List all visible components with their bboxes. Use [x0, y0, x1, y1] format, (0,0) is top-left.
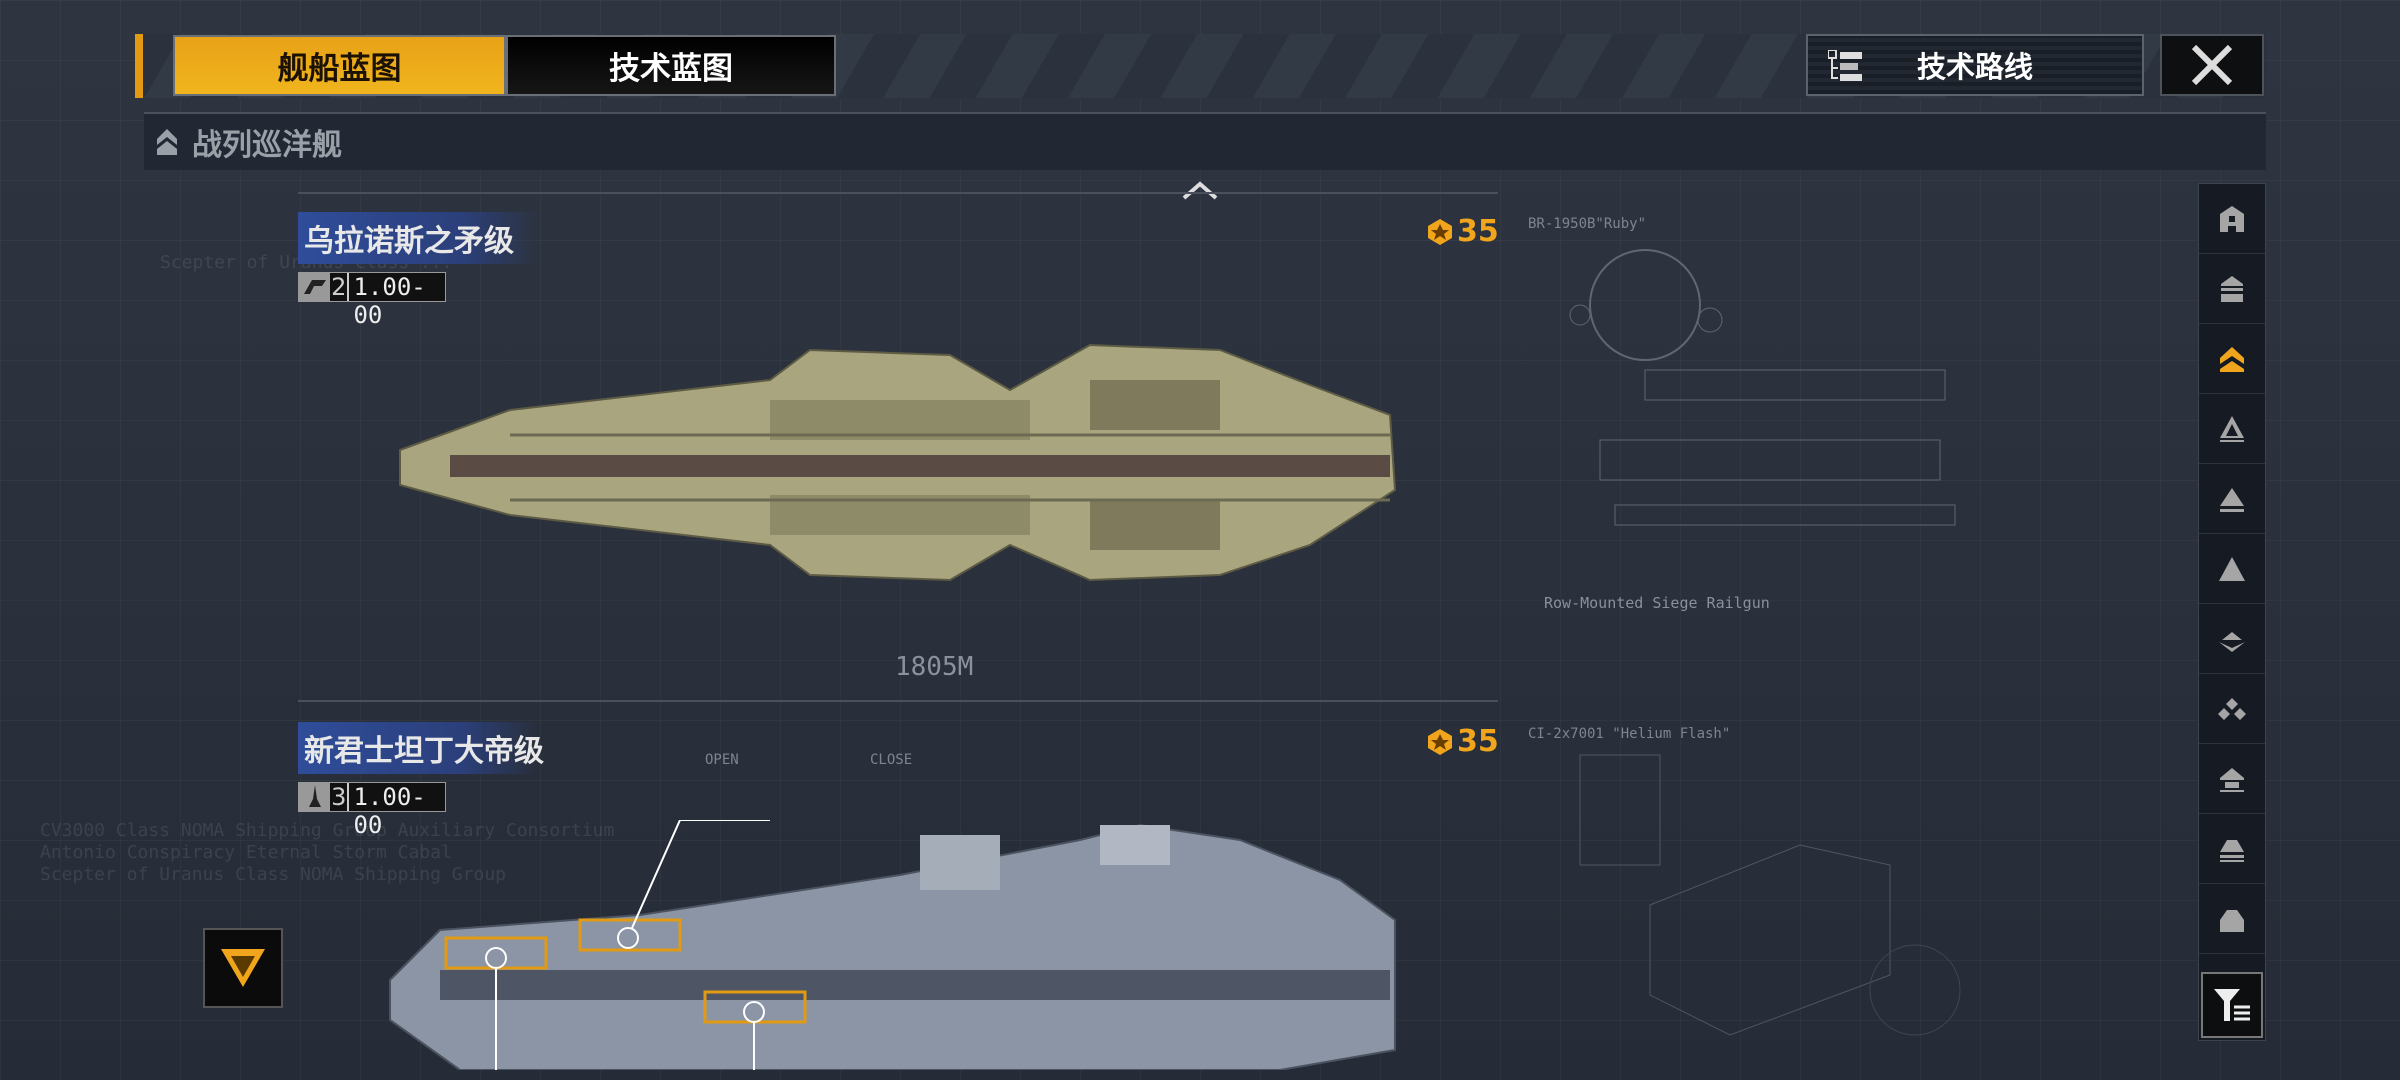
cost-coin-icon: [1428, 728, 1452, 755]
ship-scale-label: 1805M: [895, 652, 974, 682]
sidebar-item-station[interactable]: [2199, 744, 2265, 814]
ruler-top: [298, 192, 1498, 194]
sidebar-item-carrier[interactable]: [2199, 184, 2265, 254]
sidebar-item-cruiser[interactable]: [2199, 254, 2265, 324]
ship-value: 1.00-00: [347, 783, 445, 839]
sidebar-item-corvette[interactable]: [2199, 534, 2265, 604]
ship-card-1[interactable]: 乌拉诺斯之矛级 2 1.00-00: [298, 212, 598, 329]
ship-image-new-constantine[interactable]: [380, 820, 1400, 1070]
sidebar-item-fighter[interactable]: [2199, 674, 2265, 744]
ruler-bottom: [298, 700, 1498, 702]
top-accent: [135, 34, 143, 98]
ship-type-sidebar: [2198, 183, 2266, 1041]
manufacturer-icon: [299, 273, 331, 301]
transport-icon: [2220, 839, 2244, 862]
ship-tier: 2: [330, 273, 348, 301]
sidebar-item-transport[interactable]: [2199, 814, 2265, 884]
fighter-icon: [2218, 697, 2246, 720]
battlecruiser-icon: [157, 129, 177, 155]
frigate-icon: [2220, 487, 2244, 512]
aux-ship-icon: [2219, 631, 2245, 652]
filter-button[interactable]: [2201, 972, 2263, 1038]
ship-value: 1.00-00: [347, 273, 445, 329]
module-label: BR-1950B"Ruby": [1528, 216, 1647, 232]
station-icon: [2220, 767, 2244, 792]
ship-image-uranus-spear[interactable]: [390, 330, 1400, 610]
destroyer-icon: [2220, 415, 2244, 442]
sidebar-item-destroyer[interactable]: [2199, 394, 2265, 464]
triangle-down-icon: [221, 949, 265, 987]
scroll-up-chevron-icon[interactable]: [1180, 178, 1220, 202]
filter-icon: [2214, 989, 2250, 1021]
module-label: CI-2x7001 "Helium Flash": [1528, 726, 1731, 742]
tab-ship-blueprint[interactable]: 舰船蓝图: [173, 35, 506, 96]
cost-badge: 35: [1426, 724, 1499, 759]
ship-card-2[interactable]: 新君士坦丁大帝级 3 1.00-00: [298, 722, 598, 839]
tab-tech-blueprint[interactable]: 技术蓝图: [506, 35, 836, 96]
cost-coin-icon: [1428, 218, 1452, 245]
background-lore-text: CV3000 Class NOMA Shipping Group Auxilia…: [40, 820, 615, 885]
blueprint-drawing: [1579, 754, 1961, 1036]
sidebar-item-auxiliary[interactable]: [2199, 604, 2265, 674]
ship-tier: 3: [330, 783, 348, 811]
ship-badge: 2 1.00-00: [298, 272, 446, 329]
blueprint-drawing: [1569, 249, 1956, 526]
cost-badge: 35: [1426, 214, 1499, 249]
sidebar-item-basic[interactable]: [2199, 884, 2265, 954]
close-label: CLOSE: [870, 752, 913, 768]
ship-name: 新君士坦丁大帝级: [298, 722, 598, 774]
category-label: 战列巡洋舰: [192, 128, 342, 163]
ship-badge: 3 1.00-00: [298, 782, 446, 839]
close-button[interactable]: [2160, 34, 2264, 96]
tech-route-label: 技术路线: [1916, 50, 2033, 84]
manufacturer-icon: [299, 783, 331, 811]
battlecruiser-icon: [2220, 346, 2244, 372]
carrier-icon: [2220, 205, 2244, 232]
corvette-icon: [2219, 556, 2245, 581]
filter-rarity-button[interactable]: [203, 928, 283, 1008]
basic-hull-icon: [2220, 909, 2244, 932]
module-label: Row-Mounted Siege Railgun: [1544, 594, 1770, 612]
category-bar: 战列巡洋舰: [144, 112, 2266, 170]
open-label: OPEN: [705, 752, 739, 768]
tech-route-button[interactable]: 技术路线: [1806, 34, 2144, 96]
sidebar-item-frigate[interactable]: [2199, 464, 2265, 534]
sidebar-item-battlecruiser[interactable]: [2199, 324, 2265, 394]
ship-name: 乌拉诺斯之矛级: [298, 212, 598, 264]
tree-list-icon: [1828, 50, 1862, 81]
close-icon: [2191, 44, 2233, 86]
cruiser-icon: [2221, 275, 2243, 302]
